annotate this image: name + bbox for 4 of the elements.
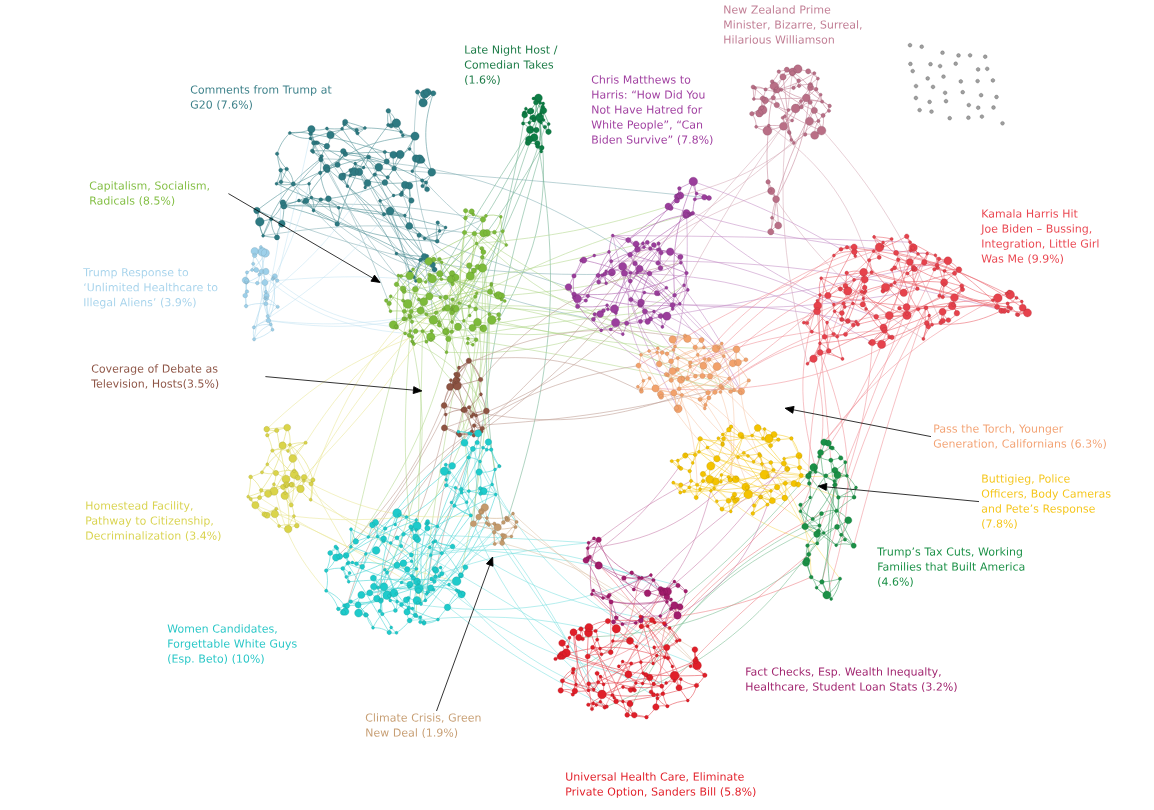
topic-label: Universal Health Care, Eliminate Private Option, Sanders Bill (5.8%) [566,772,756,798]
topic-label: New Zealand Prime Minister, Bizarre, Surreal, Hilarious Williamson [724,5,862,44]
topic-label: Homestead Facility, Pathway to Citizenship, Decriminalization (3.4%) [86,501,221,541]
topic-label: Trump Response to ‘Unlimited Healthcare to Illegal Aliens’ (3.9%) [83,268,218,309]
